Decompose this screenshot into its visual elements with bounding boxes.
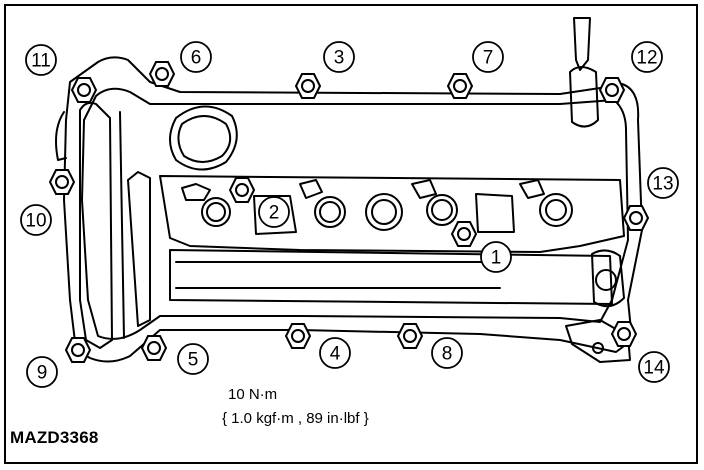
torque-value-nm: 10 N·m: [228, 386, 278, 403]
callout-13: 13: [652, 174, 673, 195]
right-boss: [591, 249, 625, 308]
callout-4: 4: [330, 344, 341, 365]
plug-hole: [365, 193, 403, 231]
callout-10: 10: [25, 211, 46, 232]
left-end-rail: [79, 101, 113, 349]
callout-8-circle: [431, 337, 463, 369]
callout-2-circle: [258, 196, 290, 228]
callout-9-circle: [26, 356, 58, 388]
plug-hole: [539, 193, 573, 227]
center-deck: [159, 175, 625, 253]
figure-frame: [4, 4, 698, 464]
figure-id: MAZD3368: [10, 428, 99, 447]
callout-7-circle: [472, 41, 504, 73]
callout-1-circle: [480, 241, 512, 273]
callout-3: 3: [334, 48, 345, 69]
callout-5-circle: [177, 343, 209, 375]
bolt-14: [610, 321, 638, 347]
bolt-12: [598, 77, 626, 103]
callout-14: 14: [643, 358, 665, 379]
plug-hole: [201, 197, 231, 227]
bolt-2: [228, 177, 256, 203]
callout-13-circle: [647, 167, 679, 199]
cover-outline: [63, 56, 643, 363]
cover-inner-edge: [81, 87, 629, 340]
callout-7: 7: [483, 48, 494, 69]
pcv-tube: [573, 17, 591, 71]
plug-hole: [426, 194, 458, 226]
bolt-9: [64, 337, 92, 363]
callout-3-circle: [323, 41, 355, 73]
callout-12: 12: [636, 48, 657, 69]
oil-filler-cap: [169, 105, 238, 171]
callout-6-circle: [180, 41, 212, 73]
torque-value-alt-units: { 1.0 kgf·m , 89 in·lbf }: [222, 410, 369, 427]
bolt-10: [48, 169, 76, 195]
callout-11-circle: [25, 44, 57, 76]
callout-1: 1: [491, 248, 502, 269]
bolt-4: [284, 323, 312, 349]
bolt-3: [294, 73, 322, 99]
callout-6: 6: [191, 48, 202, 69]
plug-hole: [314, 196, 346, 228]
callout-9: 9: [37, 363, 48, 384]
callout-14-circle: [638, 351, 670, 383]
callout-10-circle: [20, 204, 52, 236]
bolt-1: [450, 221, 478, 247]
bolt-13: [622, 205, 650, 231]
callout-4-circle: [319, 337, 351, 369]
callout-2: 2: [269, 203, 280, 224]
callout-11: 11: [31, 51, 51, 72]
bolt-6: [148, 61, 176, 87]
bolt-8: [396, 323, 424, 349]
bolt-11: [70, 77, 98, 103]
bolt-5: [140, 335, 168, 361]
callout-8: 8: [442, 344, 453, 365]
callout-5: 5: [188, 350, 199, 371]
bolt-7: [446, 73, 474, 99]
callout-12-circle: [631, 41, 663, 73]
